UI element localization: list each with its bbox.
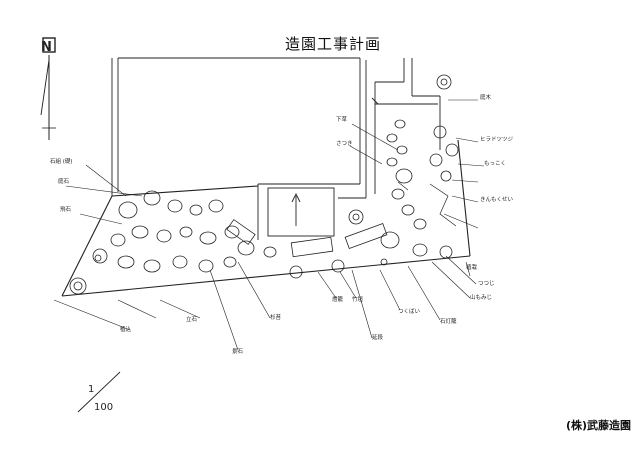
scale-denominator: 100 [94, 402, 113, 413]
annotation-label: 燈籠 [332, 297, 344, 303]
annotation-label: 石灯籠 [440, 319, 457, 325]
stone-cluster-left [69, 190, 453, 295]
garden-boundary [61, 139, 471, 297]
scale-numerator: 1 [88, 384, 94, 395]
scale-mark: 1 100 [77, 371, 121, 413]
annotation-label: 庭木 [480, 95, 492, 101]
annotation-label: 山もみじ [470, 295, 493, 301]
annotation-leaders [53, 99, 485, 351]
annotation-label: 石組 (礎) [50, 159, 73, 165]
annotation-label: つつじ [478, 281, 495, 287]
annotation-label: 竹垣 [352, 297, 364, 303]
annotation-label: 延段 [372, 335, 384, 341]
drawing-title: 造園工事計画 [285, 35, 382, 53]
annotation-label: ヒラドツツジ [480, 137, 514, 143]
annotation-label: きんもくせい [480, 197, 514, 203]
annotation-label: 杉苔 [270, 315, 282, 321]
annotation-label: 植込 [120, 327, 132, 333]
annotation-label: 飛石 [60, 207, 72, 213]
annotation-label: 景石 [232, 349, 244, 355]
annotation-label: さつき [336, 141, 353, 147]
annotation-label: 下草 [336, 117, 348, 123]
annotation-label: もっこく [484, 161, 507, 167]
annotation-label: 立石 [186, 317, 198, 323]
north-arrow-icon [40, 37, 56, 140]
annotation-label: 庭石 [58, 179, 70, 185]
building-outline [111, 57, 441, 240]
stepping-stones-right [386, 74, 459, 230]
company-name: (株)武藤造園 [566, 419, 632, 432]
annotation-label: つくばい [398, 309, 421, 315]
north-symbol: N [41, 40, 52, 55]
annotation-label: 植栽 [466, 265, 478, 271]
